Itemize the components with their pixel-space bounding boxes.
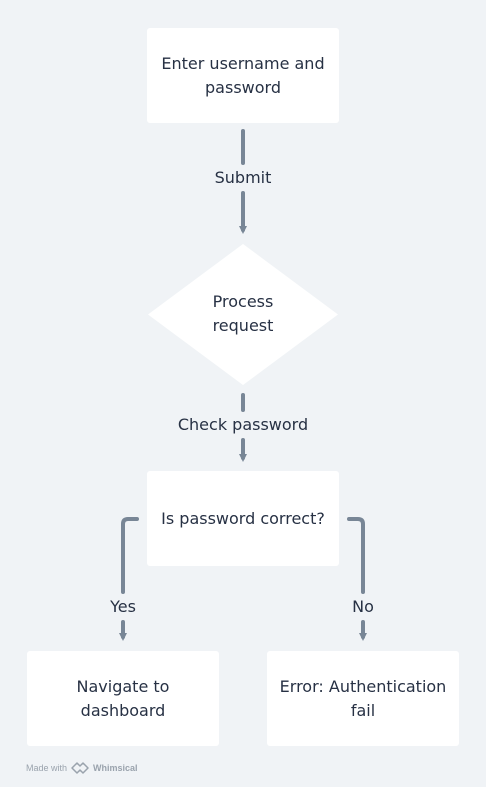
node-password-check[interactable]: Is password correct? bbox=[147, 471, 339, 566]
made-with-badge[interactable]: Made with Whimsical bbox=[26, 761, 138, 775]
node-auth-error[interactable]: Error: Authentication fail bbox=[267, 651, 459, 746]
node-navigate-dashboard[interactable]: Navigate to dashboard bbox=[27, 651, 219, 746]
node-label: Is password correct? bbox=[161, 508, 325, 528]
node-enter-credentials[interactable]: Enter username and password bbox=[147, 28, 339, 123]
node-label: Enter username and password bbox=[161, 53, 325, 97]
connector-no-top bbox=[347, 517, 365, 594]
edge-label-no: No bbox=[346, 597, 380, 617]
edge-label-submit: Submit bbox=[213, 168, 273, 188]
diamond-shape bbox=[148, 244, 338, 385]
made-with-text: Made with bbox=[26, 763, 68, 773]
whimsical-logo-icon bbox=[71, 762, 89, 774]
node-process-request[interactable]: Process request bbox=[148, 244, 338, 385]
connector-yes-top bbox=[121, 517, 139, 594]
node-label: Process request bbox=[212, 292, 274, 335]
node-label: Navigate to dashboard bbox=[76, 676, 170, 720]
whimsical-brand-text: Whimsical bbox=[93, 763, 138, 773]
edge-label-check-password: Check password bbox=[175, 415, 311, 435]
node-label: Error: Authentication fail bbox=[279, 676, 447, 720]
edge-label-yes: Yes bbox=[103, 597, 143, 617]
